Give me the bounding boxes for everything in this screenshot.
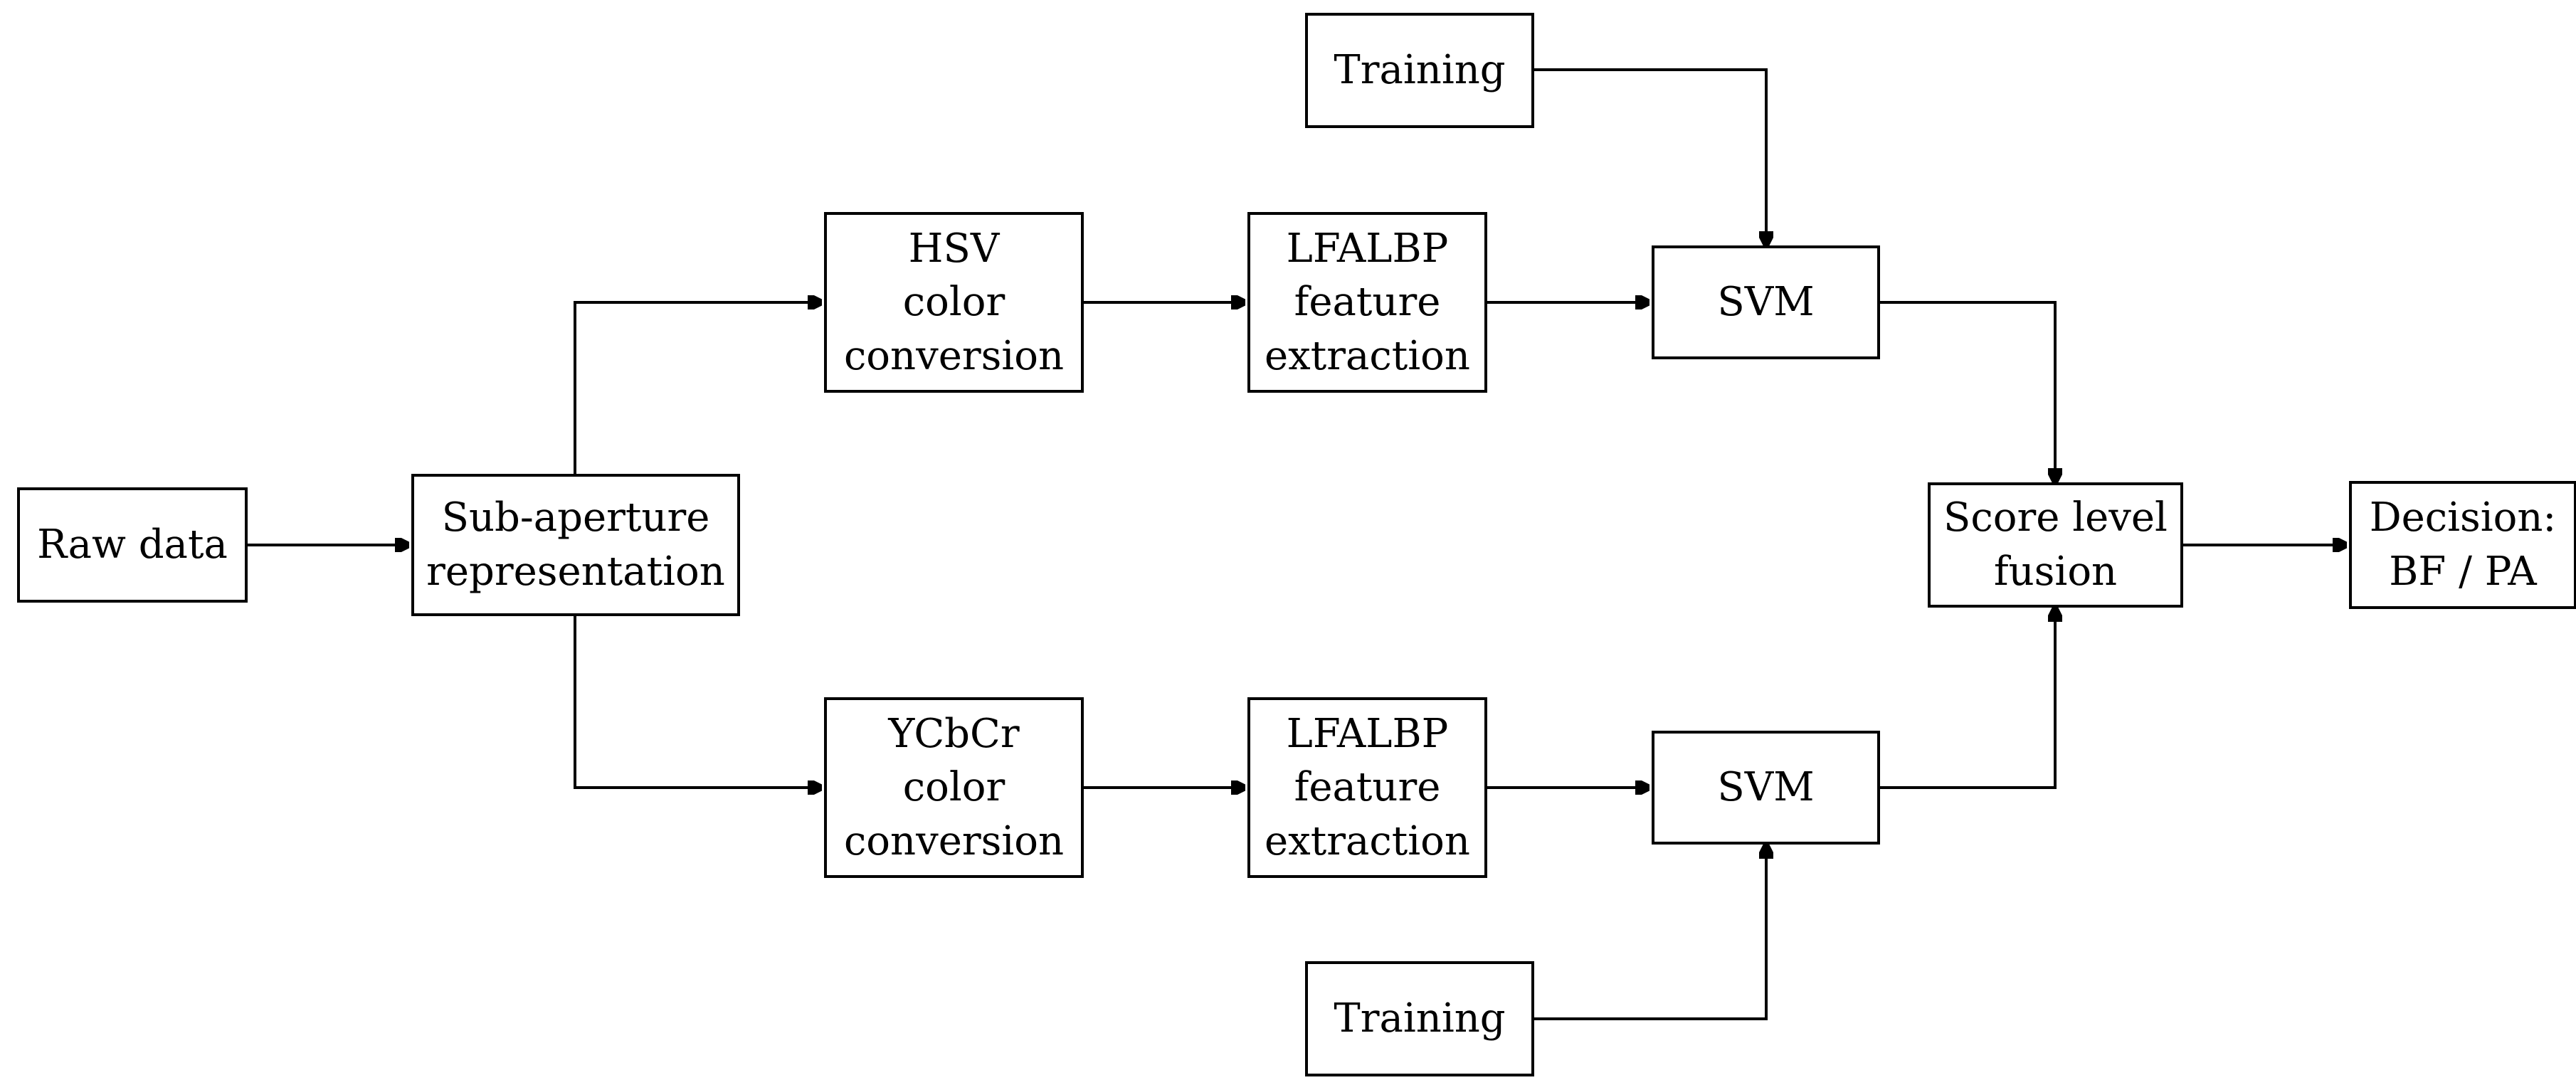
lfalbp-top-label-line-1: LFALBP xyxy=(1286,225,1449,272)
score-fusion-label-line-2: fusion xyxy=(1993,549,2118,595)
raw-data-box: Raw data xyxy=(17,487,248,603)
lfalbp-top-label-line-3: extraction xyxy=(1265,332,1470,379)
hsv-label-line-1: HSV xyxy=(908,225,1000,272)
edge-training-top-to-svm-top xyxy=(1534,68,1766,245)
svm-top-box: SVM xyxy=(1652,245,1880,359)
edge-subaperture-to-ycbcr xyxy=(574,616,822,788)
raw-data-label: Raw data xyxy=(37,522,228,568)
lfalbp-bottom-label-line-3: extraction xyxy=(1265,817,1470,864)
svm-bottom-label: SVM xyxy=(1717,764,1815,811)
svm-bottom-box: SVM xyxy=(1652,731,1880,845)
sub-aperture-label-line-1: Sub-aperture xyxy=(441,494,710,541)
ycbcr-conversion-box: YCbCr color conversion xyxy=(824,697,1084,878)
training-top-box: Training xyxy=(1305,13,1534,128)
ycbcr-label-line-1: YCbCr xyxy=(888,710,1020,757)
decision-label-line-2: BF / PA xyxy=(2389,549,2537,595)
edge-svm-bottom-to-fusion xyxy=(1880,608,2055,789)
lfalbp-bottom-label-line-1: LFALBP xyxy=(1286,710,1449,757)
svm-top-label: SVM xyxy=(1717,279,1815,326)
training-bottom-box: Training xyxy=(1305,961,1534,1076)
lfalbp-bottom-label-line-2: feature xyxy=(1294,764,1441,811)
lfalbp-bottom-box: LFALBP feature extraction xyxy=(1247,697,1487,878)
hsv-conversion-box: HSV color conversion xyxy=(824,212,1084,393)
training-bottom-label: Training xyxy=(1334,995,1506,1042)
hsv-label-line-3: conversion xyxy=(843,332,1065,379)
score-fusion-label-line-1: Score level xyxy=(1943,494,2168,541)
lfalbp-top-box: LFALBP feature extraction xyxy=(1247,212,1487,393)
decision-label-line-1: Decision: xyxy=(2369,494,2557,541)
training-top-label: Training xyxy=(1334,47,1506,94)
sub-aperture-box: Sub-aperture representation xyxy=(411,474,740,616)
edge-subaperture-to-hsv xyxy=(574,302,822,474)
score-fusion-box: Score level fusion xyxy=(1928,482,2183,608)
sub-aperture-label-line-2: representation xyxy=(426,549,725,595)
hsv-label-line-2: color xyxy=(902,279,1005,326)
ycbcr-label-line-3: conversion xyxy=(843,817,1065,864)
edge-svm-top-to-fusion xyxy=(1880,301,2055,482)
ycbcr-label-line-2: color xyxy=(902,764,1005,811)
lfalbp-top-label-line-2: feature xyxy=(1294,279,1441,326)
edge-training-bottom-to-svm-bottom xyxy=(1534,845,1766,1020)
decision-box: Decision: BF / PA xyxy=(2349,481,2576,609)
